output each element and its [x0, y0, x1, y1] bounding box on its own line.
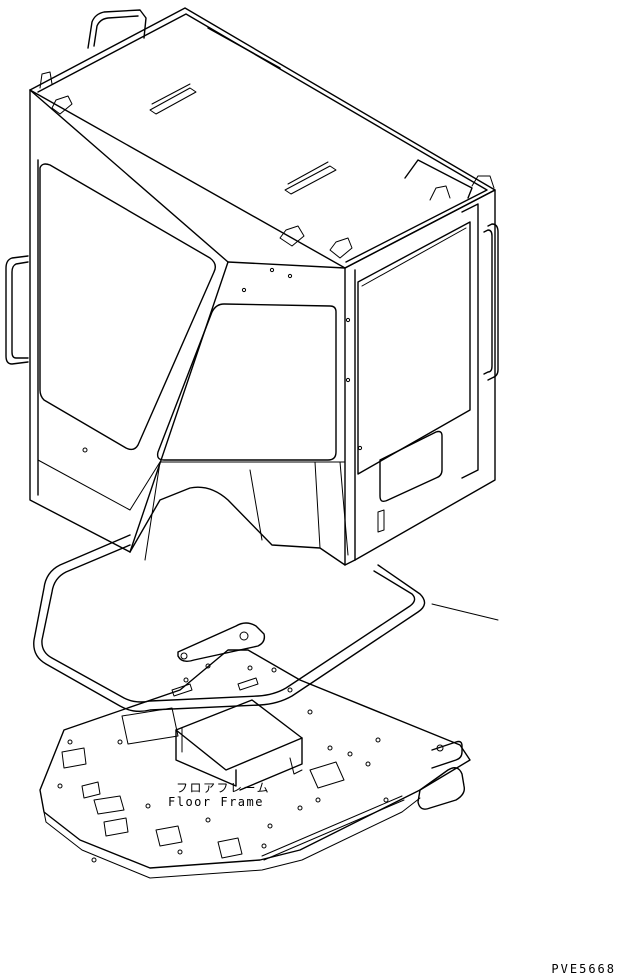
- cab-roof: [29, 7, 496, 269]
- floor-frame-label-jp: フロアフレーム: [176, 781, 271, 795]
- cab-body: [29, 89, 496, 566]
- cab-windows: [39, 163, 471, 533]
- cab-holes: [82, 267, 363, 453]
- cab-handrails: [5, 203, 499, 479]
- floor-frame: [39, 622, 471, 879]
- floor-frame-label-en: Floor Frame: [168, 795, 264, 809]
- drawing-id: PVE5668: [551, 962, 616, 976]
- roof-bracket-set: [39, 71, 495, 259]
- floor-seal-gasket: [33, 534, 499, 713]
